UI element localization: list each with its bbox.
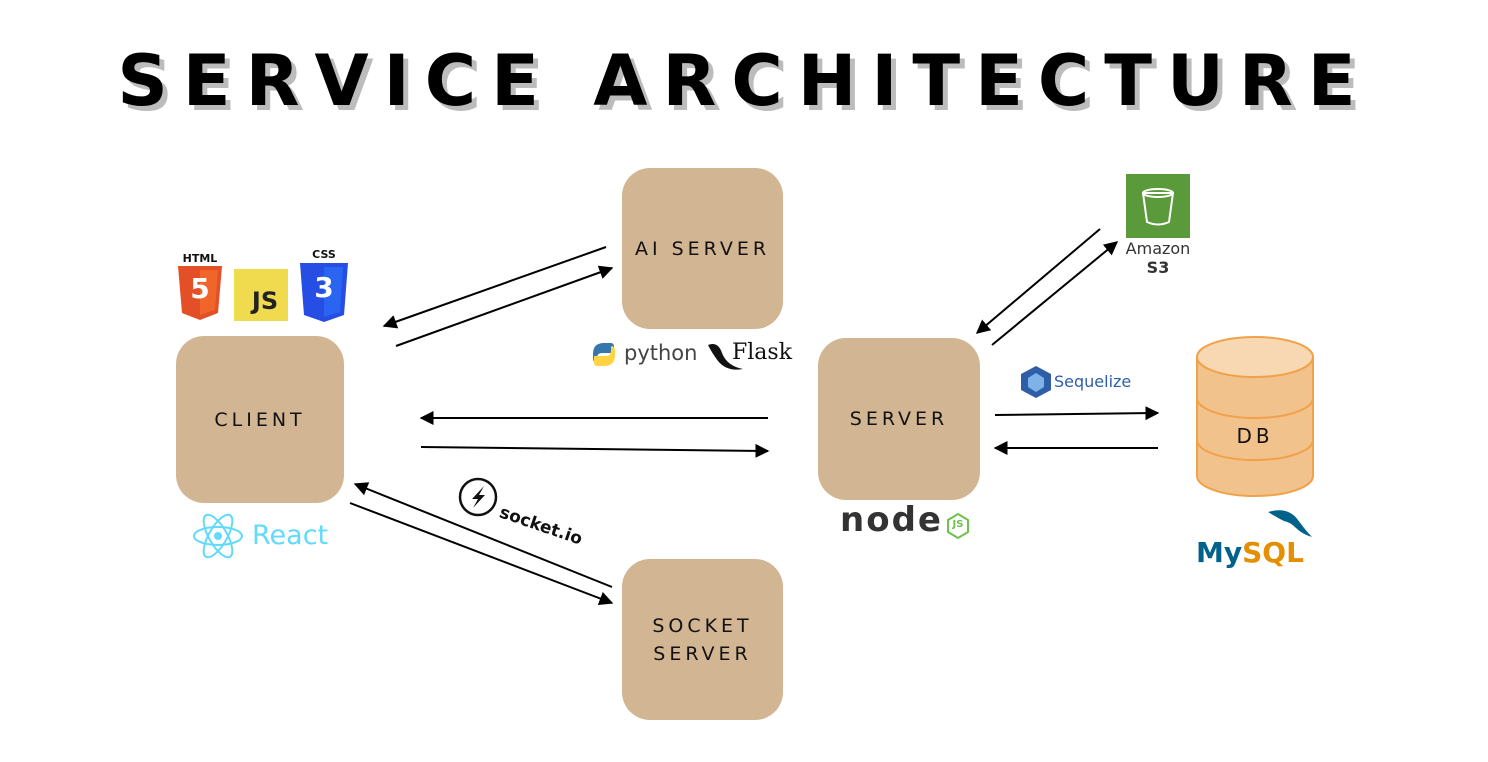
arrow-client-to-ai xyxy=(395,265,614,347)
arrow-client-to-socket xyxy=(349,502,614,606)
js-logo-label: JS xyxy=(251,287,279,315)
node-logo-label: node xyxy=(840,500,943,540)
socket-server-label: SOCKET SERVER xyxy=(652,614,753,665)
react-logo-label: React xyxy=(252,520,329,551)
bucket-icon xyxy=(1141,188,1175,226)
s3-label: S3 xyxy=(1146,258,1170,277)
flask-logo-label: Flask xyxy=(732,340,793,365)
mysql-sql-label: SQL xyxy=(1242,536,1304,569)
js-icon: JS xyxy=(234,269,288,321)
page-title: SERVICE ARCHITECTURE xyxy=(117,40,1371,122)
mysql-logo: MySQL xyxy=(1196,536,1304,569)
arrow-ai-to-client xyxy=(382,246,607,329)
ai-server-node: AI SERVER xyxy=(622,168,783,329)
db-label: DB xyxy=(1236,424,1274,448)
arrow-client-to-server xyxy=(420,443,770,458)
amazon-label: Amazon xyxy=(1125,239,1191,258)
mysql-my-label: My xyxy=(1196,536,1243,569)
css3-number: 3 xyxy=(314,271,334,304)
client-node: CLIENT xyxy=(176,336,344,503)
html-logo-label: HTML xyxy=(182,252,218,265)
server-label: SERVER xyxy=(849,408,949,430)
client-label: CLIENT xyxy=(214,408,306,431)
css-logo-label: CSS xyxy=(312,248,336,261)
amazon-s3-icon xyxy=(1126,174,1190,238)
socket-server-node: SOCKET SERVER xyxy=(622,559,783,720)
arrow-s3-to-server xyxy=(975,228,1101,334)
arrow-socket-to-client xyxy=(353,482,613,588)
server-node: SERVER xyxy=(818,338,980,500)
ai-server-label: AI SERVER xyxy=(634,237,771,260)
arrow-server-to-db xyxy=(994,406,1160,421)
html5-number: 5 xyxy=(190,272,210,305)
arrow-server-to-s3 xyxy=(991,241,1119,346)
sequelize-logo-label: Sequelize xyxy=(1054,372,1132,391)
node-js-badge: JS xyxy=(952,519,964,530)
python-logo-label: python xyxy=(624,341,698,365)
